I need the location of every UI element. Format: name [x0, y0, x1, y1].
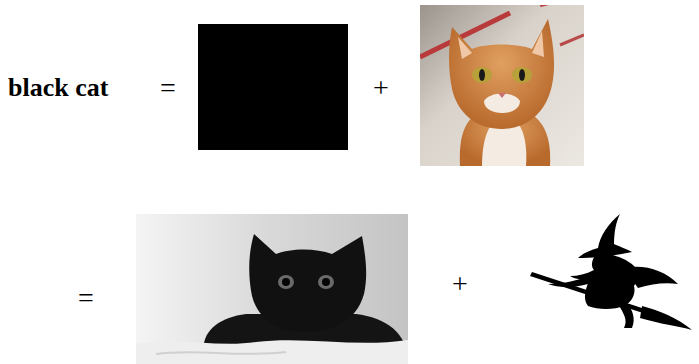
- witch-silhouette: [528, 214, 694, 334]
- plus-sign: +: [373, 74, 389, 102]
- equals-sign: =: [160, 74, 176, 102]
- title-word: black cat: [8, 75, 108, 101]
- black-square: [198, 24, 348, 150]
- equals-sign: =: [78, 284, 94, 312]
- black-cat-photo: [136, 214, 408, 364]
- plus-sign: +: [452, 270, 468, 298]
- orange-cat-photo: [420, 5, 584, 166]
